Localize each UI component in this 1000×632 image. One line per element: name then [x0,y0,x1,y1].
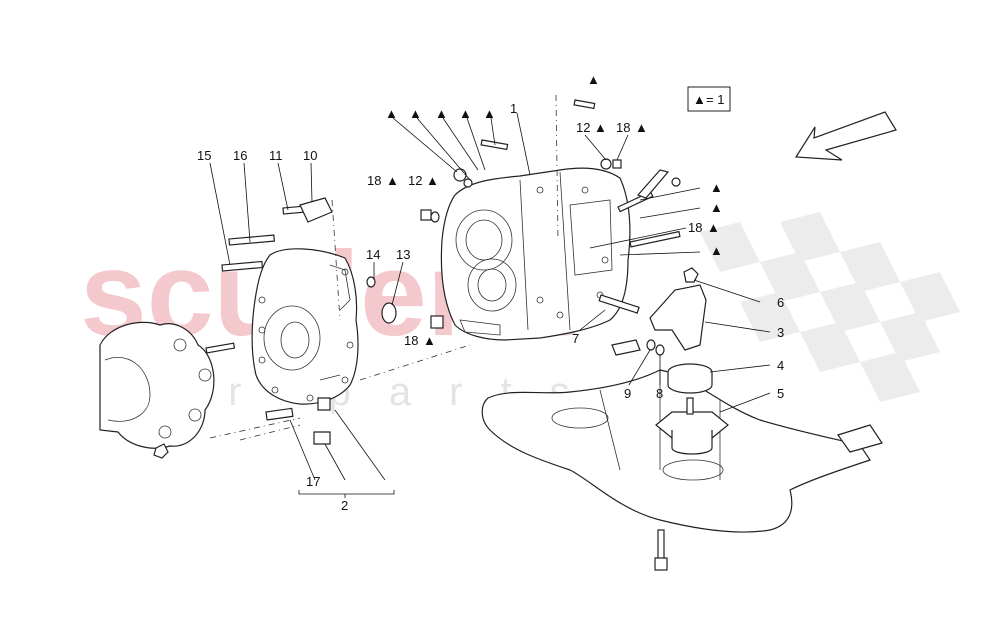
marker-tri: ▲ [435,106,448,121]
label-5: 5 [777,386,784,401]
label-9: 9 [624,386,631,401]
marker-tri: ▲ [385,106,398,121]
label-15: 15 [197,148,211,163]
rear-axle-flange [99,321,215,459]
marker-tri: ▲ [386,173,399,188]
mount-bracket [649,284,707,351]
label-18: 18 [688,220,702,235]
mount-base [655,397,729,455]
label-10: 10 [303,148,317,163]
marker-tri: ▲ [710,200,723,215]
gearbox-housing [440,167,631,341]
legend-box: ▲ = 1 [687,86,731,112]
legend-text: = 1 [706,92,724,107]
label-18: 18 [616,120,630,135]
label-8: 8 [656,386,663,401]
legend-symbol: ▲ [693,92,706,107]
marker-tri: ▲ [483,106,496,121]
label-4: 4 [777,358,784,373]
mount-rubber [667,363,713,394]
label-16: 16 [233,148,247,163]
label-11: 11 [269,148,283,163]
mount-nut [683,267,699,283]
centerlines [209,94,559,441]
label-6: 6 [777,295,784,310]
marker-tri: ▲ [594,120,607,135]
marker-tri: ▲ [423,333,436,348]
marker-tri: ▲ [710,243,723,258]
gearbox-rear-cover [251,248,359,411]
label-1: 1 [510,101,517,116]
part-labels: 1 2 3 4 5 6 7 8 9 10 11 12 ▲ 12 ▲ 13 14 … [197,101,784,513]
marker-tri: ▲ [707,220,720,235]
checker-watermark [700,212,960,402]
leader-lines [209,112,771,498]
label-14: 14 [366,247,380,262]
label-12: 12 [408,173,422,188]
label-3: 3 [777,325,784,340]
label-12: 12 [576,120,590,135]
marker-tri: ▲ [426,173,439,188]
lower-bolts [654,529,668,571]
marker-tri: ▲ [587,72,600,87]
label-7: 7 [572,331,579,346]
label-13: 13 [396,247,410,262]
marker-tri: ▲ [409,106,422,121]
marker-tri: ▲ [635,120,648,135]
label-18: 18 [404,333,418,348]
marker-tri: ▲ [459,106,472,121]
direction-arrow [794,111,897,161]
label-17: 17 [306,474,320,489]
triangle-markers: ▲ ▲ ▲ ▲ ▲ ▲ ▲ ▲ ▲ [385,72,723,258]
marker-tri: ▲ [710,180,723,195]
label-18: 18 [367,173,381,188]
label-2: 2 [341,498,348,513]
